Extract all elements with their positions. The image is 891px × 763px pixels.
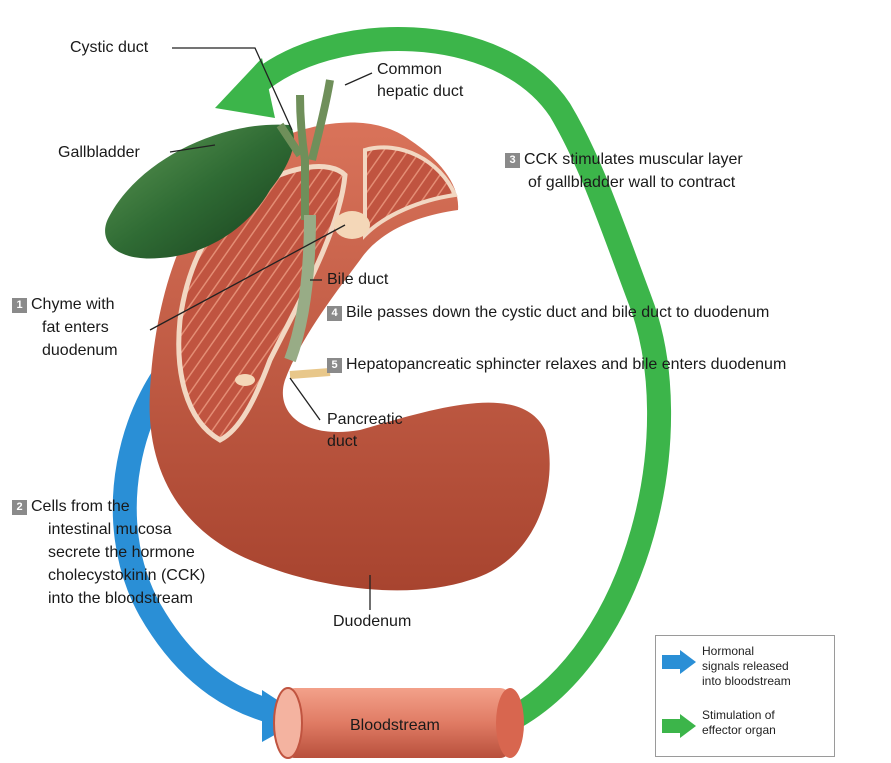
- step-3-badge: 3: [505, 153, 520, 168]
- step-2-line-3: secrete the hormone: [48, 543, 195, 563]
- legend: Hormonal signals released into bloodstre…: [655, 635, 835, 757]
- step-1-badge: 1: [12, 298, 27, 313]
- papilla: [235, 374, 255, 386]
- legend-hormonal-line-3: into bloodstream: [702, 674, 791, 689]
- step-1-line-2: fat enters: [42, 318, 109, 338]
- bile-duct-label: Bile duct: [327, 270, 388, 290]
- step-4: 4 Bile passes down the cystic duct and bi…: [327, 303, 769, 323]
- step-5-line-1: Hepatopancreatic sphincter relaxes and b…: [346, 356, 786, 373]
- blue-arrow-icon: [662, 650, 696, 674]
- green-arrow-icon: [662, 714, 696, 738]
- step-4-line-1: Bile passes down the cystic duct and bil…: [346, 304, 769, 321]
- step-2-badge: 2: [12, 500, 27, 515]
- step-2-line-5: into the bloodstream: [48, 589, 193, 609]
- step-2-line-2: intestinal mucosa: [48, 520, 172, 540]
- legend-hormonal-line-1: Hormonal: [702, 644, 791, 659]
- legend-stimulation-text: Stimulation of effector organ: [702, 708, 776, 738]
- step-2: 2 Cells from the: [12, 497, 130, 517]
- step-1-line-1: Chyme with: [31, 296, 115, 313]
- step-1: 1 Chyme with: [12, 295, 115, 315]
- legend-hormonal-text: Hormonal signals released into bloodstre…: [702, 644, 791, 689]
- step-4-badge: 4: [327, 306, 342, 321]
- common-hepatic-duct-label-line2: hepatic duct: [377, 82, 463, 102]
- step-3-line-1: CCK stimulates muscular layer: [524, 151, 743, 168]
- pancreatic-duct-label-line2: duct: [327, 432, 357, 452]
- cystic-duct-label: Cystic duct: [70, 38, 148, 58]
- step-5: 5 Hepatopancreatic sphincter relaxes and …: [327, 355, 786, 375]
- legend-stimulation-line-2: effector organ: [702, 723, 776, 738]
- pancreatic-duct-label-line1: Pancreatic: [327, 410, 403, 430]
- step-2-line-4: cholecystokinin (CCK): [48, 566, 205, 586]
- gallbladder-label: Gallbladder: [58, 143, 140, 163]
- legend-stimulation-line-1: Stimulation of: [702, 708, 776, 723]
- step-5-badge: 5: [327, 358, 342, 373]
- step-1-line-3: duodenum: [42, 341, 118, 361]
- common-hepatic-duct-label-line1: Common: [377, 60, 442, 80]
- sphincter: [334, 211, 370, 239]
- bloodstream-label: Bloodstream: [350, 717, 440, 735]
- duodenum-label: Duodenum: [333, 612, 411, 632]
- step-2-line-1: Cells from the: [31, 498, 130, 515]
- legend-hormonal-line-2: signals released: [702, 659, 791, 674]
- step-3: 3 CCK stimulates muscular layer: [505, 150, 743, 170]
- step-3-line-2: of gallbladder wall to contract: [528, 173, 735, 193]
